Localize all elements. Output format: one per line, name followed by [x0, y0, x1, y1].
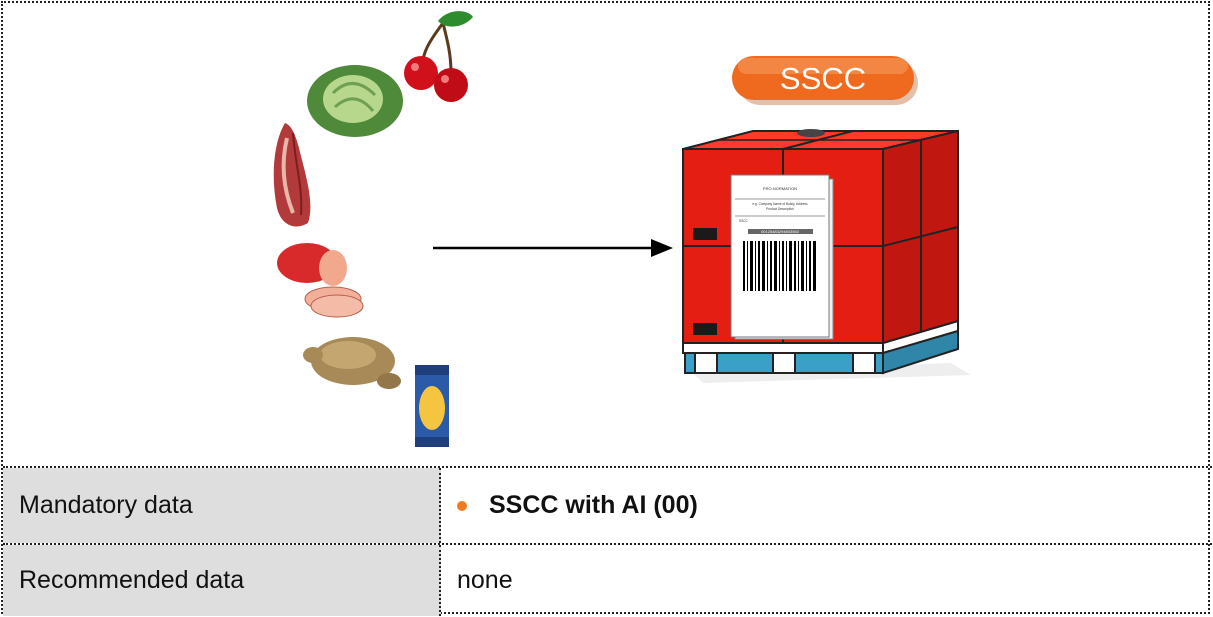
label-sheet-company-line-2: Product Description — [766, 207, 794, 211]
label-sheet-company-line-1: e.g. Company Name of Bulkly, Address — [752, 202, 808, 206]
sscc-badge: SSCC — [732, 56, 918, 105]
meat-icon — [273, 123, 311, 227]
cabbage-icon — [307, 65, 403, 137]
row-value: SSCC with AI (00) — [441, 468, 1212, 543]
row-label: Recommended data — [3, 545, 441, 616]
pallet-icon: PRO-NORMATION e.g. Company Name of Bulkl… — [682, 129, 971, 383]
pasta-box-icon — [415, 365, 449, 447]
row-value: none — [441, 545, 1212, 616]
arrow-right-icon — [433, 239, 673, 257]
row-value-text: SSCC with AI (00) — [489, 491, 698, 519]
barcode-icon — [741, 239, 819, 291]
logistic-unit-illustration: PRO-NORMATION e.g. Company Name of Bulkl… — [3, 3, 1212, 468]
cherry-icon — [404, 11, 473, 102]
label-sheet-code-value: 00125483294803563 — [761, 229, 800, 234]
table-row-mandatory: Mandatory data SSCC with AI (00) — [3, 466, 1212, 543]
row-label: Mandatory data — [3, 468, 441, 543]
row-value-text: none — [457, 566, 513, 594]
salami-icon — [277, 243, 364, 318]
bullet-icon — [457, 500, 467, 511]
sscc-badge-label: SSCC — [780, 61, 866, 96]
label-sheet-code-label: SSCC — [739, 219, 749, 223]
chicken-icon — [303, 337, 401, 389]
label-sheet-header: PRO-NORMATION — [763, 186, 797, 191]
table-row-recommended: Recommended data none — [3, 543, 1212, 616]
